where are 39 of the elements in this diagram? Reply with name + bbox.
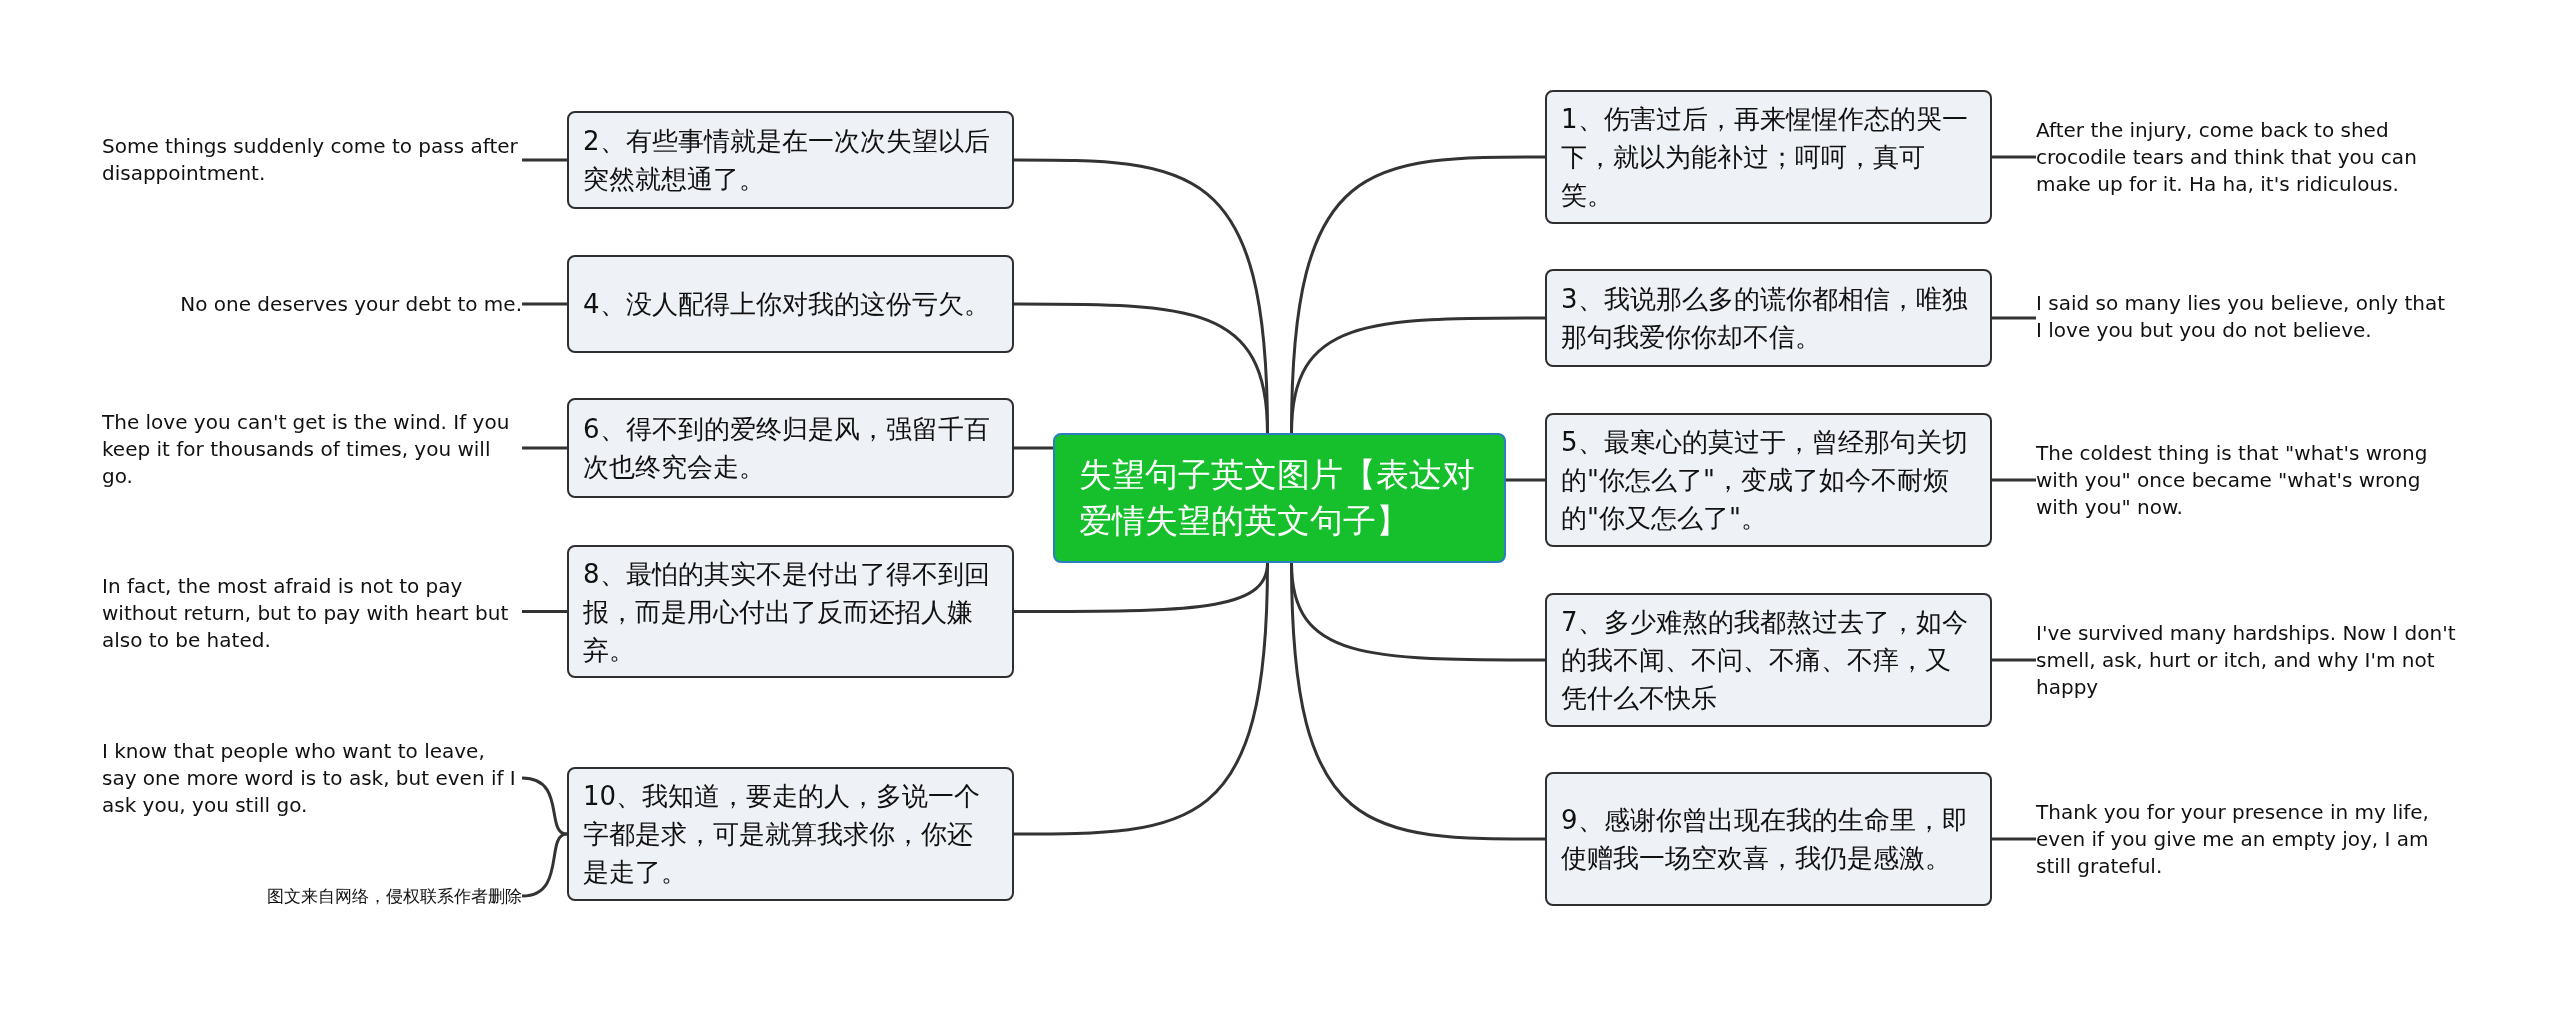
connector-line <box>1992 837 2036 841</box>
connector-line <box>1014 302 1269 434</box>
connector-line <box>1290 562 1545 841</box>
connector-line <box>1506 478 1545 482</box>
translation-text: I've survived many hardships. Now I don't smell, ask, hurt or itch, and why I'm not happy <box>2036 619 2456 701</box>
connector-line <box>1992 316 2036 320</box>
connector-line <box>522 446 567 450</box>
connector-line <box>521 776 568 836</box>
note-text: 图文来自网络，侵权联系作者删除 <box>267 885 522 907</box>
translation-text: Thank you for your presence in my life, even if you give me an empty joy, I am still grateful. <box>2036 798 2456 880</box>
topic-box: 6、得不到的爱终归是风，强留千百次也终究会走。 <box>567 398 1014 498</box>
topic-box: 5、最寒心的莫过于，曾经那句关切的"你怎么了"，变成了如今不耐烦的"你又怎么了"。 <box>1545 413 1992 547</box>
topic-box: 1、伤害过后，再来惺惺作态的哭一下，就以为能补过；呵呵，真可笑。 <box>1545 90 1992 224</box>
connector-line <box>1014 562 1269 836</box>
translation-text: I know that people who want to leave, say one more word is to ask, but even if I ask you, you still go. <box>102 737 522 819</box>
topic-box: 3、我说那么多的谎你都相信，唯独那句我爱你你却不信。 <box>1545 269 1992 367</box>
topic-box: 8、最怕的其实不是付出了得不到回报，而是用心付出了反而还招人嫌弃。 <box>567 545 1014 678</box>
topic-box: 7、多少难熬的我都熬过去了，如今的我不闻、不问、不痛、不痒，又凭什么不快乐 <box>1545 593 1992 727</box>
connector-line <box>1992 658 2036 662</box>
translation-text: The love you can't get is the wind. If you keep it for thousands of times, you will go. <box>102 408 522 490</box>
topic-box: 4、没人配得上你对我的这份亏欠。 <box>567 255 1014 353</box>
topic-box: 9、感谢你曾出现在我的生命里，即使赠我一场空欢喜，我仍是感激。 <box>1545 772 1992 906</box>
connector-line <box>1992 155 2036 159</box>
connector-line <box>1290 316 1545 434</box>
central-topic-box: 失望句子英文图片【表达对爱情失望的英文句子】 <box>1053 433 1506 563</box>
translation-text: I said so many lies you believe, only that I love you but you do not believe. <box>2036 290 2456 344</box>
topic-box: 10、我知道，要走的人，多说一个字都是求，可是就算我求你，你还是走了。 <box>567 767 1014 901</box>
topic-box: 2、有些事情就是在一次次失望以后突然就想通了。 <box>567 111 1014 209</box>
connector-line <box>1014 446 1053 450</box>
connector-line <box>522 158 567 162</box>
translation-text: After the injury, come back to shed crocodile tears and think that you can make up for it. Ha ha, it's ridiculous. <box>2036 116 2456 198</box>
translation-text: Some things suddenly come to pass after disappointment. <box>102 133 522 187</box>
connector-line <box>522 610 567 613</box>
connector-line <box>522 302 567 306</box>
connector-line <box>521 832 568 898</box>
translation-text: In fact, the most afraid is not to pay without return, but to pay with heart but also to be hated. <box>102 572 522 654</box>
translation-text: The coldest thing is that "what's wrong with you" once became "what's wrong with you" now. <box>2036 439 2456 521</box>
connector-line <box>1992 478 2036 482</box>
translation-text: No one deserves your debt to me. <box>180 290 522 318</box>
